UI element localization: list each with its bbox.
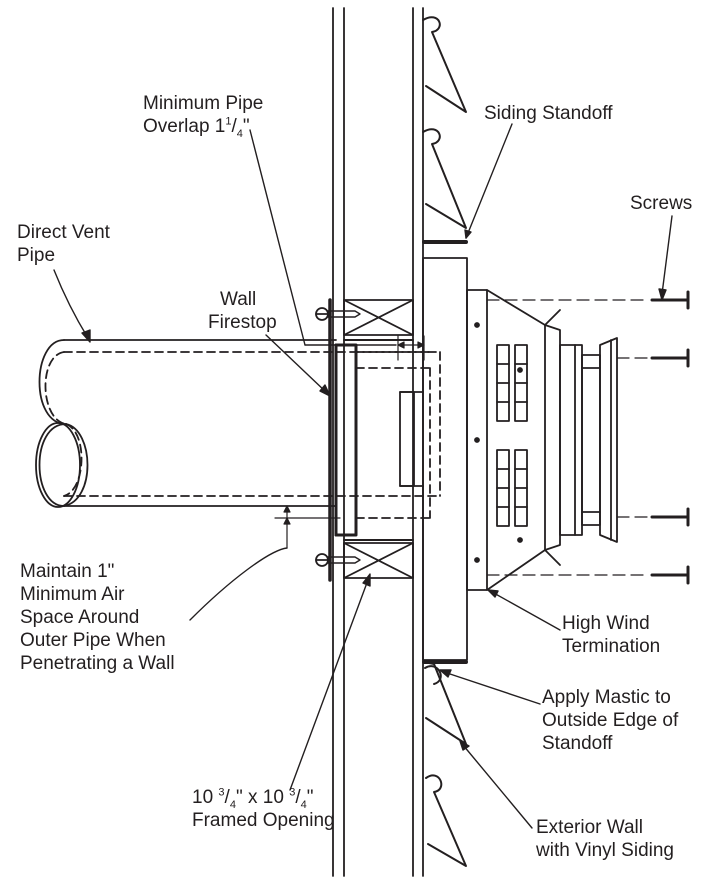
label-screws: Screws: [630, 192, 692, 215]
vinyl-siding-top: [422, 16, 468, 244]
framed-den-b: 4: [300, 798, 307, 811]
framed-slash-b: /: [295, 787, 301, 808]
framed-unit-a: ": [235, 787, 243, 808]
label-maintain-air-space-line3: Space Around: [20, 607, 140, 628]
label-framed-opening-line2: Framed Opening: [192, 810, 335, 831]
overlap-fraction-slash: /: [231, 116, 237, 137]
framed-num-a: 3: [218, 786, 225, 799]
overlap-text: Overlap 1: [143, 116, 226, 137]
label-exterior-wall-line1: Exterior Wall: [536, 817, 643, 838]
label-maintain-air-space-line5: Penetrating a Wall: [20, 653, 175, 674]
label-siding-standoff-text: Siding Standoff: [484, 103, 613, 124]
siding-standoff: [399, 257, 468, 661]
air-space-dimension: [274, 505, 341, 549]
high-wind-termination: [466, 289, 618, 591]
framed-num-b: 3: [289, 786, 296, 799]
label-wall-firestop: Wall Firestop: [208, 288, 277, 334]
label-direct-vent-pipe: Direct Vent Pipe: [17, 221, 110, 267]
screw-2: [650, 348, 690, 368]
leader-lines: [53, 123, 673, 829]
framed-slash-a: /: [224, 787, 230, 808]
direct-vent-pipe: [35, 339, 441, 519]
label-exterior-wall-line2: with Vinyl Siding: [536, 840, 675, 861]
label-maintain-air-space-line2: Minimum Air: [20, 584, 125, 605]
screw-1: [650, 290, 690, 310]
overlap-dimension: [397, 335, 425, 361]
label-wall-firestop-line2: Firestop: [208, 312, 277, 333]
screw-guide-lines: [486, 299, 649, 576]
label-maintain-air-space-line4: Outer Pipe When: [20, 630, 166, 651]
framed-den-a: 4: [229, 798, 236, 811]
label-siding-standoff: Siding Standoff: [484, 102, 613, 125]
overlap-fraction-numerator: 1: [225, 115, 232, 128]
label-direct-vent-pipe-line2: Pipe: [17, 245, 56, 266]
label-apply-mastic-line3: Standoff: [542, 733, 613, 754]
firestop-screw-top: [315, 307, 361, 321]
label-minimum-pipe-overlap-line1: Minimum Pipe: [143, 93, 264, 114]
label-screws-text: Screws: [630, 193, 693, 214]
label-minimum-pipe-overlap: Minimum Pipe Overlap 11/4": [143, 92, 264, 140]
label-apply-mastic-line1: Apply Mastic to: [542, 687, 671, 708]
overlap-fraction-denominator: 4: [236, 127, 243, 140]
framed-dim-b: 10: [262, 787, 284, 808]
label-framed-opening-line1: 10 3/4" x 10 3/4": [192, 786, 335, 811]
label-high-wind-termination: High Wind Termination: [562, 612, 660, 658]
label-direct-vent-pipe-line1: Direct Vent: [17, 222, 110, 243]
label-high-wind-termination-line1: High Wind: [562, 613, 650, 634]
framed-dim-a: 10: [192, 787, 214, 808]
label-high-wind-termination-line2: Termination: [562, 636, 661, 657]
overlap-unit: ": [242, 116, 250, 137]
label-maintain-air-space: Maintain 1" Minimum Air Space Around Out…: [20, 560, 175, 675]
screw-3: [650, 507, 690, 527]
framed-unit-b: ": [306, 787, 314, 808]
wall-lines: [332, 7, 424, 877]
vinyl-siding-bottom: [422, 660, 468, 867]
label-exterior-wall: Exterior Wall with Vinyl Siding: [536, 816, 674, 862]
label-wall-firestop-line1: Wall: [220, 289, 257, 310]
screw-4: [650, 565, 690, 585]
firestop-screw-bottom: [315, 553, 361, 567]
label-maintain-air-space-line1: Maintain 1": [20, 561, 115, 582]
label-apply-mastic-line2: Outside Edge of: [542, 710, 679, 731]
label-minimum-pipe-overlap-line2: Overlap 11/4": [143, 115, 263, 140]
label-framed-opening: 10 3/4" x 10 3/4" Framed Opening: [192, 786, 335, 832]
framed-times: x: [242, 787, 263, 808]
label-apply-mastic: Apply Mastic to Outside Edge of Standoff: [542, 686, 678, 755]
framing-block-bottom: [343, 542, 414, 579]
